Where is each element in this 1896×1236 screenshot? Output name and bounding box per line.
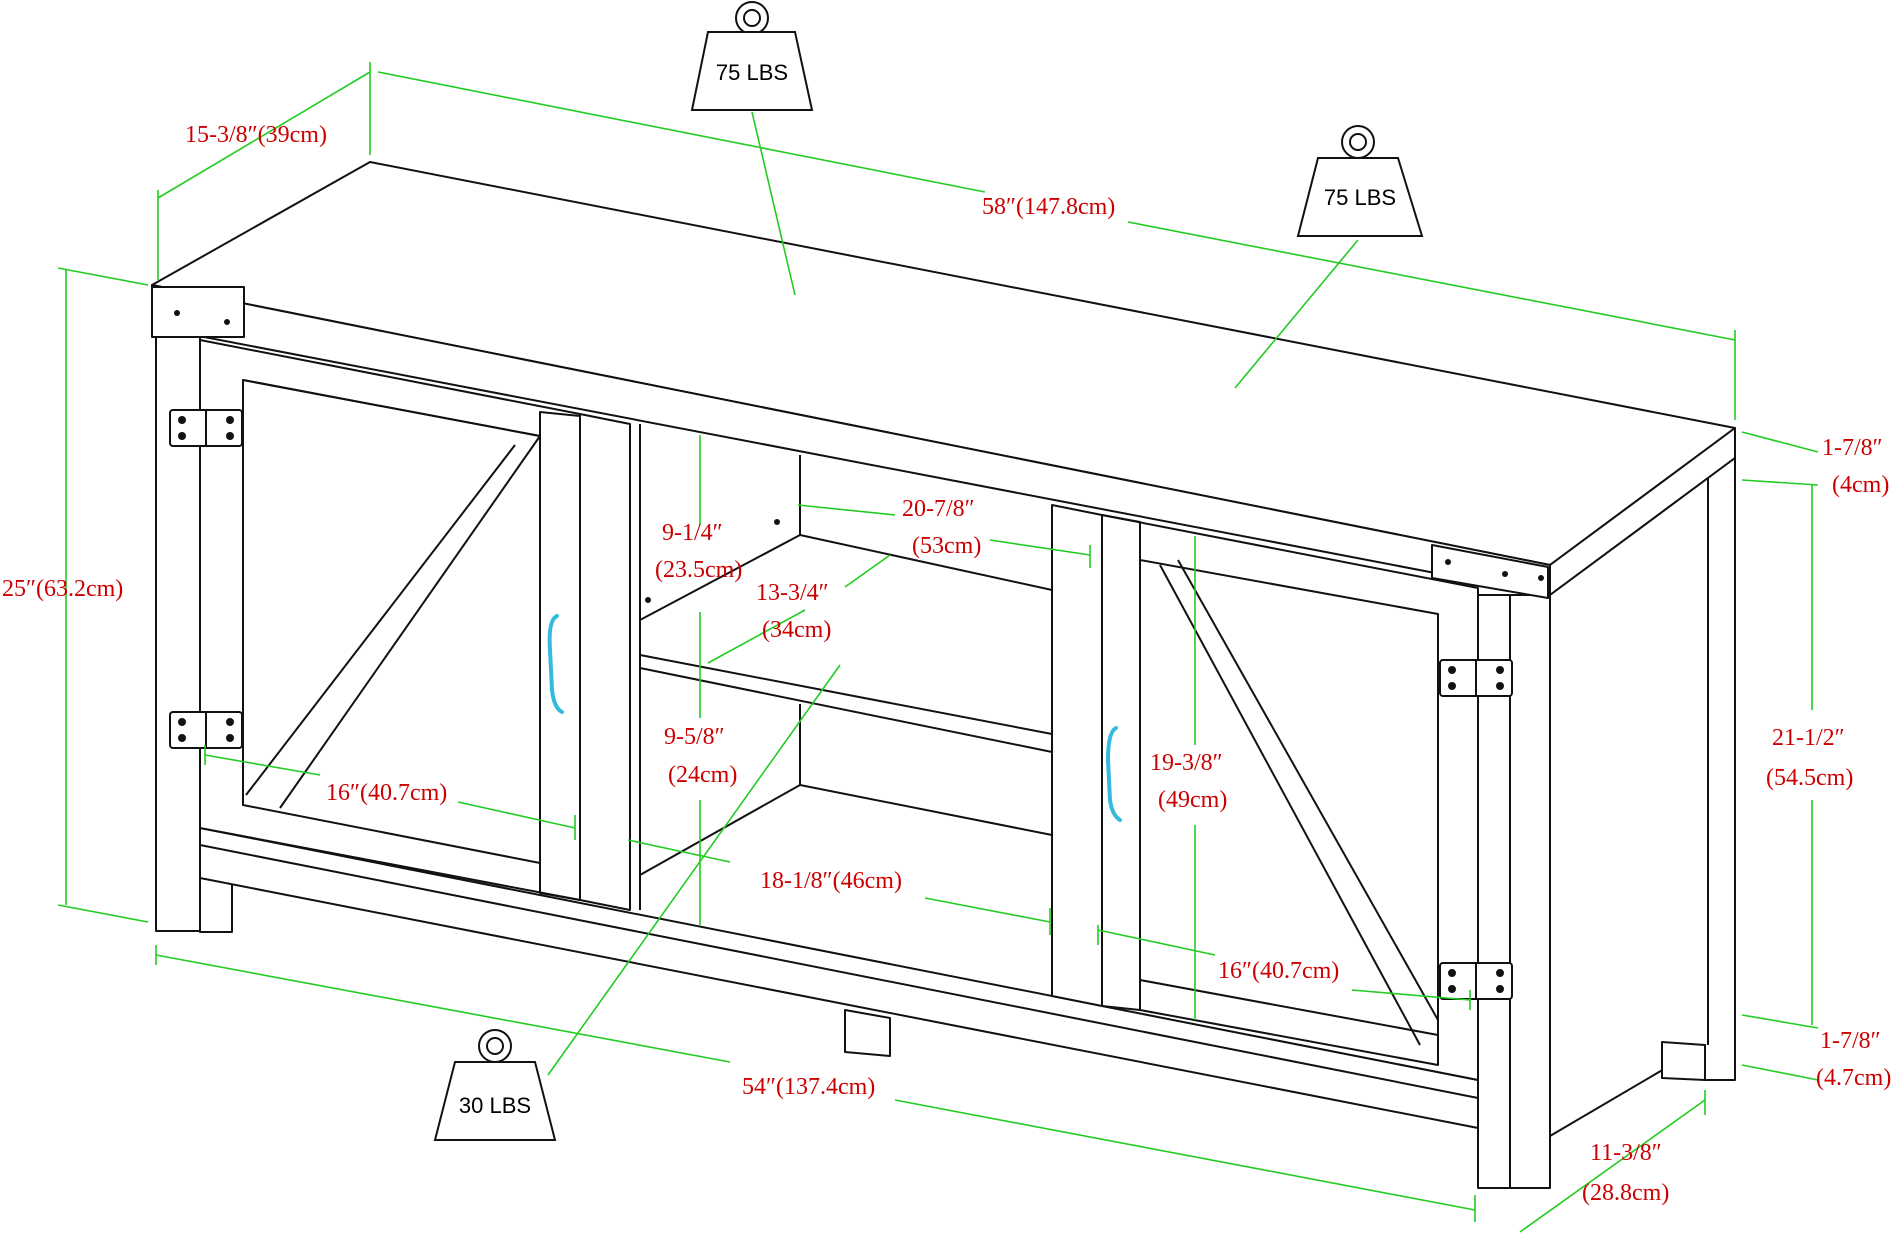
weight-shelf <box>433 1029 557 1141</box>
hinge-right-top <box>1439 659 1513 697</box>
dim-shelf-lower-cm: (24cm) <box>668 762 737 788</box>
left-divider <box>579 413 631 911</box>
dim-height-total: 25″(63.2cm) <box>2 576 123 602</box>
dim-top-thickness-cm: (4cm) <box>1832 472 1889 498</box>
dim-shelf-upper: 9-1/4″ <box>662 520 723 546</box>
dim-shelf-lower: 9-5/8″ <box>664 724 725 750</box>
weight-top-right <box>1296 125 1424 237</box>
weight-label-shelf: 30 LBS <box>459 1093 531 1118</box>
dim-shelf-depth-cm: (34cm) <box>762 617 831 643</box>
dim-right-door-width: 16″(40.7cm) <box>1218 958 1339 984</box>
dim-base-width: 54″(137.4cm) <box>742 1074 875 1100</box>
right-handle <box>1105 726 1122 822</box>
center-leg <box>844 1009 891 1057</box>
weight-label-top-right: 75 LBS <box>1324 185 1396 210</box>
dim-top-thickness: 1-7/8″ <box>1822 435 1883 461</box>
left-handle <box>547 614 564 714</box>
hinge-left-top <box>169 409 243 447</box>
dim-inner-height-cm: (54.5cm) <box>1766 765 1853 791</box>
weight-top-left <box>690 1 814 111</box>
right-door <box>1101 514 1479 1081</box>
dim-shelf-width: 20-7/8″ <box>902 496 975 522</box>
dim-shelf-width-cm: (53cm) <box>912 533 981 559</box>
hinge-icon <box>169 409 1513 1000</box>
dim-right-door-height: 19-3/8″ <box>1150 750 1223 776</box>
dim-shelf-depth: 13-3/4″ <box>756 580 829 606</box>
dim-right-door-height-cm: (49cm) <box>1158 787 1227 813</box>
dim-left-door-width: 16″(40.7cm) <box>326 780 447 806</box>
dim-inner-height: 21-1/2″ <box>1772 725 1845 751</box>
dim-depth-top: 15-3/8″(39cm) <box>185 122 327 148</box>
dimension-lines <box>57 62 1819 1233</box>
weight-icon <box>433 1 1424 1141</box>
dim-base-depth-cm: (28.8cm) <box>1582 1180 1669 1206</box>
dim-shelf-upper-cm: (23.5cm) <box>655 557 742 583</box>
handle-icon <box>547 614 1122 822</box>
top-right-bracket <box>1431 544 1549 599</box>
weight-label-top-left: 75 LBS <box>716 60 788 85</box>
right-rear-leg <box>1661 1041 1706 1081</box>
bolts <box>174 310 1544 581</box>
right-divider <box>1051 504 1103 1007</box>
hinge-right-bottom <box>1439 962 1513 1000</box>
top-left-bracket <box>151 286 245 338</box>
dimension-labels: 15-3/8″(39cm) 58″(147.8cm) 25″(63.2cm) 1… <box>2 122 1891 1206</box>
left-leg <box>199 877 233 933</box>
tv-stand-outline <box>151 161 1736 1189</box>
dim-leg-height: 1-7/8″ <box>1820 1028 1881 1054</box>
dim-base-depth: 11-3/8″ <box>1590 1140 1662 1166</box>
hinge-left-bottom <box>169 711 243 749</box>
dim-center-opening: 18-1/8″(46cm) <box>760 868 902 894</box>
open-shelf-area <box>629 424 1053 910</box>
dim-leg-height-cm: (4.7cm) <box>1816 1065 1891 1091</box>
dim-width-top: 58″(147.8cm) <box>982 194 1115 220</box>
